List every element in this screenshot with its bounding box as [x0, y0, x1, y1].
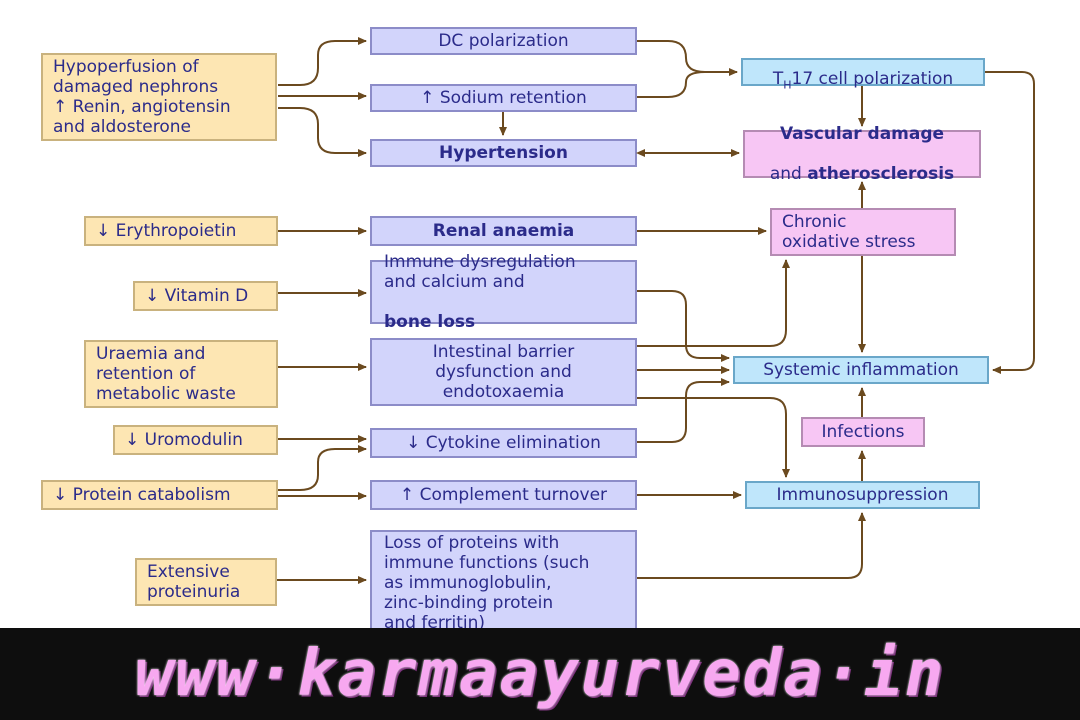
- arrow-th17-inflammation: [985, 71, 1035, 374]
- box-immunosuppression: Immunosuppression: [745, 481, 980, 509]
- label-vascular-and: and: [769, 164, 808, 184]
- arrow-catabolism-cytokine: [278, 445, 367, 491]
- arrow-sodium-th17: [637, 71, 737, 98]
- label-proteinuria: Extensive proteinuria: [147, 562, 241, 602]
- box-infections: Infections: [801, 417, 925, 447]
- label-oxidative-stress: Chronic oxidative stress: [782, 212, 916, 252]
- label-th17-t: T: [772, 68, 784, 89]
- box-hypertension: Hypertension: [370, 139, 637, 167]
- label-hypoperfusion: Hypoperfusion of damaged nephrons ↑ Reni…: [53, 57, 231, 137]
- label-atherosclerosis: atherosclerosis: [807, 164, 955, 184]
- label-vitamin-d: ↓ Vitamin D: [145, 286, 249, 306]
- label-th17-h: H: [783, 78, 792, 92]
- arrow-dc-th17: [637, 40, 738, 76]
- box-uromodulin: ↓ Uromodulin: [113, 425, 278, 455]
- label-uraemia: Uraemia and retention of metabolic waste: [96, 344, 236, 404]
- box-loss-of-proteins: Loss of proteins with immune functions (…: [370, 530, 637, 636]
- label-systemic-inflammation: Systemic inflammation: [763, 360, 959, 380]
- arrow-intestinal-immunosuppression: [637, 397, 790, 478]
- arrow-cytokine-inflammation: [637, 378, 730, 443]
- box-erythropoietin: ↓ Erythropoietin: [84, 216, 278, 246]
- arrow-loss-immunosuppression: [637, 512, 866, 579]
- label-vascular-damage: Vascular damage: [779, 124, 945, 144]
- arrow-hypo-hypertension: [278, 107, 367, 157]
- label-complement-turnover: ↑ Complement turnover: [399, 485, 608, 505]
- arrow-hypo-dc: [278, 37, 367, 86]
- box-immune-dysregulation: Immune dysregulation and calcium and bon…: [370, 252, 637, 332]
- label-loss-of-proteins: Loss of proteins with immune functions (…: [384, 533, 590, 633]
- label-erythropoietin: ↓ Erythropoietin: [96, 221, 237, 241]
- label-th17-rest: 17 cell polarization: [791, 68, 954, 89]
- label-immune-dysregulation: Immune dysregulation and calcium and: [384, 252, 576, 292]
- box-th17-polarization: TH17 cell polarization: [741, 58, 985, 91]
- box-dc-polarization: DC polarization: [370, 27, 637, 55]
- label-sodium-retention: ↑ Sodium retention: [420, 88, 587, 108]
- label-dc-polarization: DC polarization: [438, 31, 569, 51]
- box-vitamin-d: ↓ Vitamin D: [133, 281, 278, 311]
- arrow-immune-inflammation: [637, 290, 730, 362]
- box-proteinuria: Extensive proteinuria: [135, 558, 277, 606]
- box-sodium-retention: ↑ Sodium retention: [370, 84, 637, 112]
- label-uromodulin: ↓ Uromodulin: [125, 430, 243, 450]
- label-bone-loss: bone loss: [384, 312, 476, 332]
- box-systemic-inflammation: Systemic inflammation: [733, 356, 989, 384]
- box-vascular-damage: Vascular damage and atherosclerosis: [743, 124, 981, 184]
- box-uraemia: Uraemia and retention of metabolic waste: [84, 340, 278, 408]
- label-cytokine-elimination: ↓ Cytokine elimination: [406, 433, 601, 453]
- label-intestinal-barrier: Intestinal barrier dysfunction and endot…: [432, 342, 575, 402]
- box-intestinal-barrier: Intestinal barrier dysfunction and endot…: [370, 338, 637, 406]
- watermark-banner: www·karmaayurveda·in: [0, 628, 1080, 720]
- label-infections: Infections: [821, 422, 905, 442]
- box-cytokine-elimination: ↓ Cytokine elimination: [370, 428, 637, 458]
- arrow-intestinal-oxidative: [637, 259, 790, 347]
- box-complement-turnover: ↑ Complement turnover: [370, 480, 637, 510]
- box-oxidative-stress: Chronic oxidative stress: [770, 208, 956, 256]
- label-protein-catabolism: ↓ Protein catabolism: [53, 485, 231, 505]
- label-immunosuppression: Immunosuppression: [776, 485, 949, 505]
- label-hypertension: Hypertension: [439, 143, 568, 163]
- box-renal-anaemia: Renal anaemia: [370, 216, 637, 246]
- label-renal-anaemia: Renal anaemia: [432, 221, 575, 241]
- watermark-text: www·karmaayurveda·in: [134, 637, 946, 711]
- box-hypoperfusion: Hypoperfusion of damaged nephrons ↑ Reni…: [41, 53, 277, 141]
- box-protein-catabolism: ↓ Protein catabolism: [41, 480, 278, 510]
